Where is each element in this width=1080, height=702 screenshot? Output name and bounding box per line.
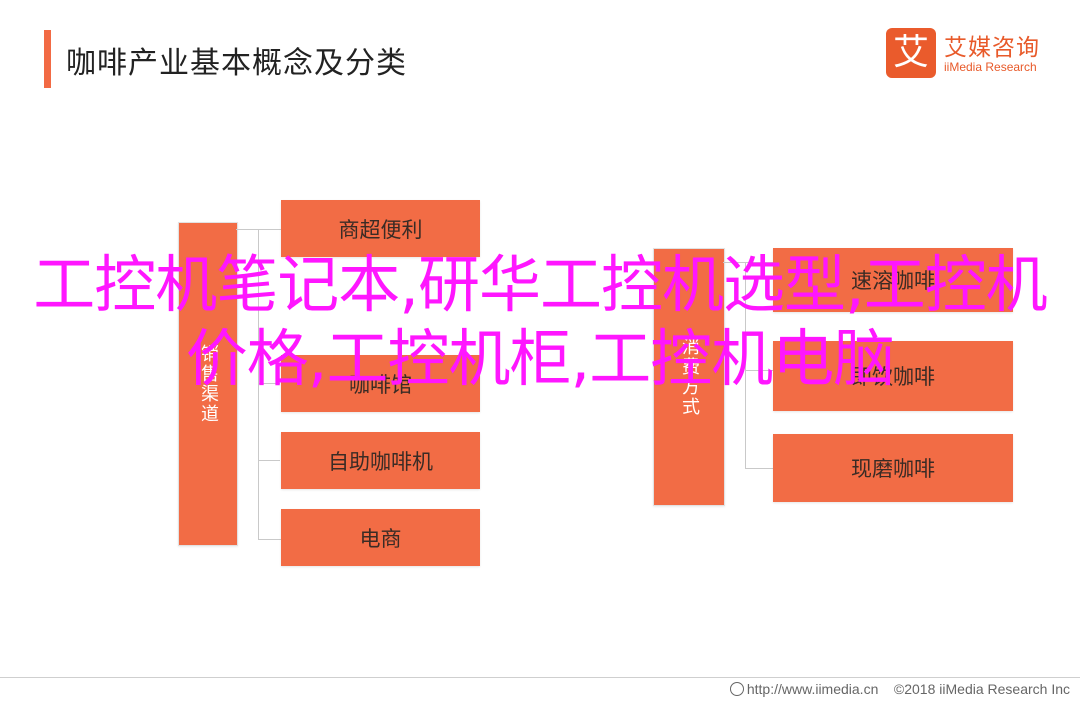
channel-item: 自助咖啡机	[281, 432, 480, 489]
globe-icon	[729, 682, 744, 696]
connector-right	[723, 262, 745, 263]
page-title: 咖啡产业基本概念及分类	[66, 46, 407, 81]
connector-right-spine	[745, 262, 774, 469]
connector-left-branch	[258, 383, 280, 384]
connector-right-branch	[745, 370, 773, 371]
consumption-item-label: 现磨咖啡	[851, 457, 935, 481]
consumption-item: 现磨咖啡	[773, 434, 1013, 502]
footer-divider	[0, 677, 1080, 678]
overlay-text: 工控机笔记本,研华工控机选型,工控机价格,工控机柜,工控机电脑	[33, 248, 1047, 396]
channel-item: 咖啡馆	[281, 355, 480, 412]
channel-item-label: 商超便利	[338, 217, 423, 242]
logo-mark-icon: 艾	[886, 28, 936, 78]
title-accent-bar	[44, 30, 51, 88]
channel-item-label: 自助咖啡机	[328, 449, 433, 474]
category-label-right: 消费方式	[679, 337, 700, 417]
channel-item: 电商	[281, 509, 480, 566]
channel-item: 商超便利	[281, 200, 480, 257]
channel-item-label: 咖啡馆	[349, 372, 412, 397]
consumption-item-label: 即饮咖啡	[851, 365, 935, 389]
category-label-left: 销售渠道	[198, 344, 219, 424]
footer-copyright: ©2018 iiMedia Research Inc	[893, 681, 1070, 697]
category-box-left: 销售渠道	[178, 222, 238, 546]
consumption-item: 速溶咖啡	[773, 248, 1013, 312]
logo-name: 艾媒咨询	[944, 35, 1040, 61]
category-box-right: 消费方式	[653, 248, 725, 506]
footer: http://www.iimedia.cn ©2018 iiMedia Rese…	[729, 681, 1070, 697]
footer-url[interactable]: http://www.iimedia.cn	[746, 681, 879, 697]
connector-left-branch	[258, 460, 280, 461]
channel-item-label: 电商	[359, 526, 402, 551]
connector-left-spine	[258, 229, 281, 540]
consumption-item-label: 速溶咖啡	[851, 269, 935, 293]
logo-subtitle: iiMedia Research	[944, 60, 1037, 74]
consumption-item: 即饮咖啡	[773, 341, 1013, 411]
iimedia-logo: 艾 艾媒咨询 iiMedia Research	[886, 26, 1058, 82]
connector-left	[236, 229, 258, 230]
